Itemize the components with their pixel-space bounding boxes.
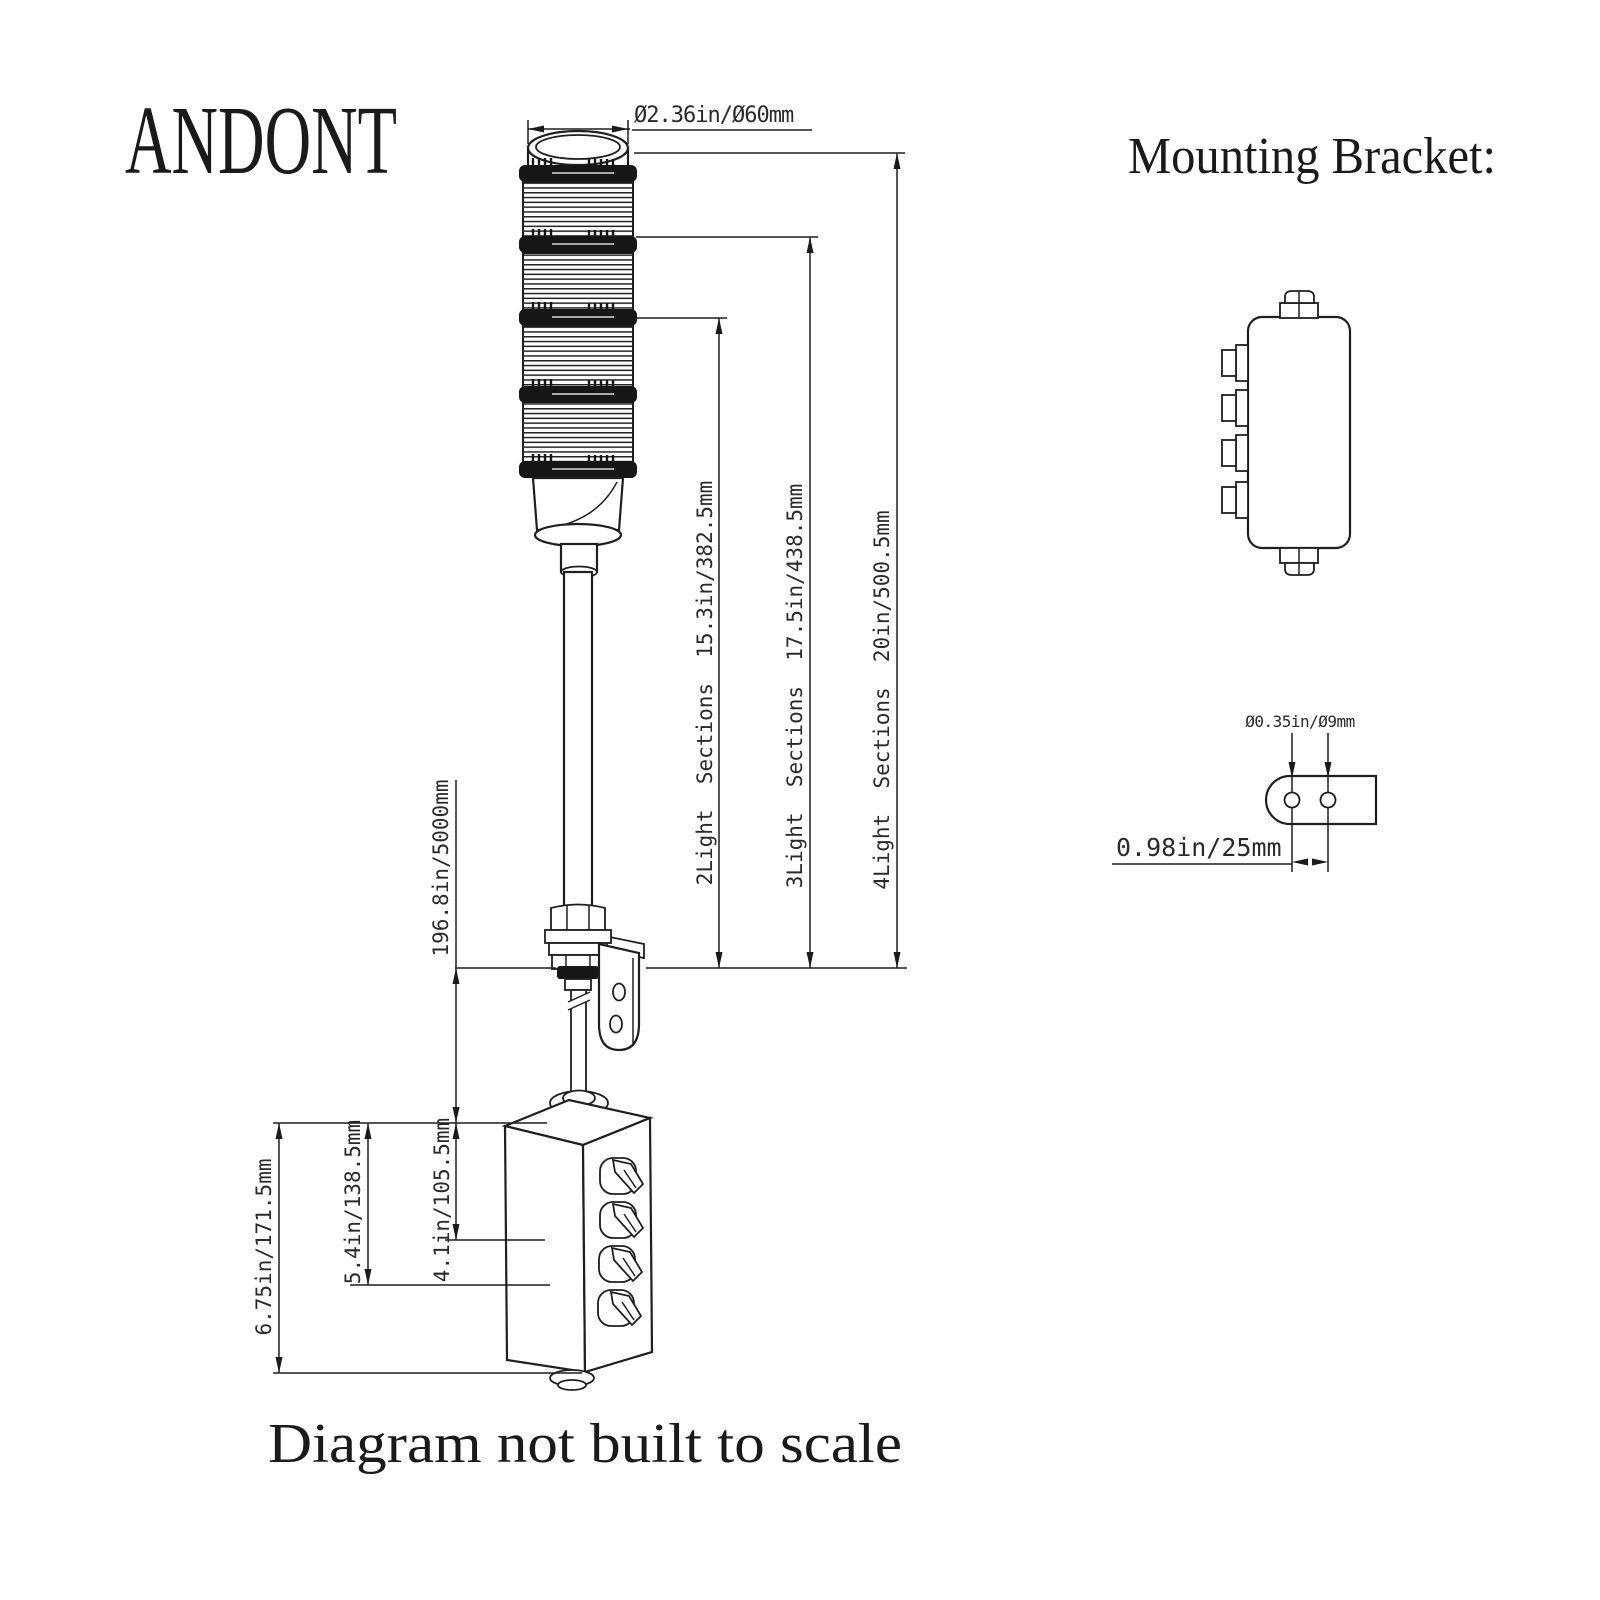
dim-4-light-label: 4Light Sections 20in/500.5mm: [870, 510, 894, 889]
switch-stub-1: [1221, 344, 1249, 382]
dim-box-upper-height: 4.1in/105.5mm: [430, 1118, 545, 1282]
scale-note: Diagram not built to scale: [268, 1413, 902, 1475]
dim-box-lower-label: 5.4in/138.5mm: [341, 1120, 365, 1284]
base-flange: [533, 522, 623, 548]
dim-top-diameter: Ø2.36in/Ø60mm: [527, 103, 812, 144]
light-section-2: [522, 252, 634, 311]
switch-stub-4: [1221, 481, 1249, 519]
dim-pole-length-label: 196.8in/5000mm: [429, 779, 453, 956]
dim-box-total-label: 6.75in/171.5mm: [252, 1158, 276, 1335]
dim-box-total-height: 6.75in/171.5mm: [252, 1122, 582, 1374]
bracket-hole-1: [612, 982, 626, 1002]
control-box: [501, 1098, 654, 1391]
bracket-hole-2: [609, 1014, 623, 1034]
bracket-plate-detail: Ø0.35in/Ø9mm 0.98in/25mm: [1112, 712, 1378, 872]
plate-hole-1: [1283, 791, 1301, 809]
locking-collar: [557, 966, 599, 979]
toggle-switch-3: [598, 1245, 644, 1283]
separator-ring-3: [519, 302, 637, 326]
box-front-face: [503, 1124, 587, 1374]
separator-rings: [519, 158, 637, 478]
fixing-nut-assembly: [544, 903, 612, 991]
pole-stub: [564, 978, 592, 991]
side-view-top-gland: [1279, 290, 1319, 319]
side-view-bottom-gland: [1279, 547, 1319, 576]
box-side-face: [581, 1116, 654, 1374]
plate-hole-2: [1319, 791, 1337, 809]
power-cable: [567, 989, 591, 1093]
mounting-pole: [562, 570, 594, 910]
separator-ring-2: [519, 229, 637, 253]
control-box-side-view: [1221, 290, 1352, 576]
toggle-switch-1: [599, 1157, 645, 1195]
separator-ring-4: [519, 379, 637, 403]
dim-hole-spacing-label: 0.98in/25mm: [1116, 833, 1282, 862]
light-section-4: [522, 401, 634, 463]
dimension-annotations: Ø2.36in/Ø60mm 2Light Sections 15.3in/382…: [252, 103, 907, 1374]
light-section-1: [522, 181, 634, 238]
dim-4-light-sections: 4Light Sections 20in/500.5mm: [634, 152, 905, 968]
dim-2-light-label: 2Light Sections 15.3in/382.5mm: [693, 481, 717, 886]
brand-logo: ANDONT: [125, 87, 397, 194]
dim-2-light-sections: 2Light Sections 15.3in/382.5mm: [636, 317, 727, 968]
dim-hole-spacing: 0.98in/25mm: [1112, 833, 1328, 866]
switch-stub-3: [1221, 434, 1249, 472]
side-view-body: [1246, 315, 1352, 550]
dim-top-diameter-label: Ø2.36in/Ø60mm: [634, 103, 794, 128]
toggle-switch-2: [599, 1201, 645, 1239]
dim-3-light-sections: 3Light Sections 17.5in/438.5mm: [636, 236, 818, 968]
dim-box-lower-height: 5.4in/138.5mm: [341, 1120, 550, 1286]
dim-hole-diameter: Ø0.35in/Ø9mm: [1245, 712, 1355, 872]
tower-assembly-drawing: [501, 129, 654, 1391]
dim-3-light-label: 3Light Sections 17.5in/438.5mm: [783, 484, 807, 889]
dim-hole-diameter-label: Ø0.35in/Ø9mm: [1245, 712, 1355, 731]
wall-bracket-plate: [597, 942, 641, 1052]
tower-base: [531, 476, 625, 579]
cable-break-mark: [567, 991, 591, 1011]
side-view-switch-stubs: [1221, 344, 1249, 519]
switch-stub-2: [1221, 389, 1249, 427]
light-section-3: [522, 325, 634, 388]
mounting-bracket-heading: Mounting Bracket:: [1128, 128, 1496, 185]
separator-ring-1: [519, 158, 637, 182]
toggle-switch-4: [597, 1289, 643, 1327]
separator-ring-5: [519, 454, 637, 478]
box-bottom-cap: [549, 1369, 595, 1391]
dim-pole-length: 196.8in/5000mm: [429, 779, 460, 1123]
dim-box-upper-label: 4.1in/105.5mm: [430, 1118, 454, 1282]
